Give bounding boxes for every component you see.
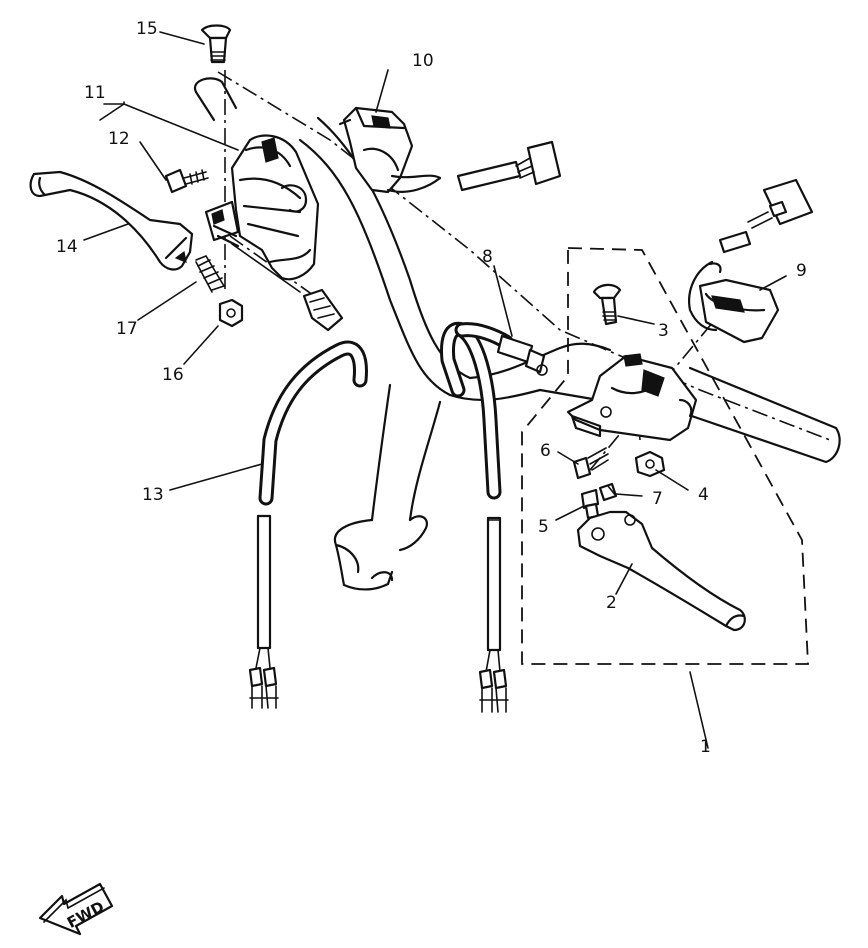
callout-2: 2 bbox=[606, 593, 617, 613]
left-lever-bracket bbox=[204, 200, 240, 248]
callout-10: 10 bbox=[412, 51, 434, 71]
left-lever bbox=[29, 170, 194, 271]
callout-7: 7 bbox=[652, 489, 663, 509]
callout-12: 12 bbox=[108, 129, 130, 149]
callout-5: 5 bbox=[538, 517, 549, 537]
connector-9 bbox=[718, 178, 814, 254]
bolt-15 bbox=[200, 24, 232, 64]
spring-17 bbox=[195, 255, 225, 293]
callout-16: 16 bbox=[162, 365, 184, 385]
callout-11: 11 bbox=[84, 83, 106, 103]
screw-6 bbox=[572, 447, 609, 480]
callout-6: 6 bbox=[540, 441, 551, 461]
pin-7 bbox=[598, 482, 618, 502]
callout-8: 8 bbox=[482, 247, 493, 267]
nut-16 bbox=[218, 298, 244, 328]
cable-8 bbox=[440, 321, 548, 713]
cable-13 bbox=[231, 243, 368, 709]
callout-13: 13 bbox=[142, 485, 164, 505]
bolt-3 bbox=[592, 283, 622, 326]
switch-9 bbox=[688, 260, 780, 344]
callout-3: 3 bbox=[658, 321, 669, 341]
callout-4: 4 bbox=[698, 485, 709, 505]
right-lever bbox=[576, 510, 746, 632]
left-switch-housing bbox=[230, 134, 320, 281]
callout-15: 15 bbox=[136, 19, 158, 39]
callout-1: 1 bbox=[700, 737, 711, 757]
fwd-arrow-icon: FWD bbox=[38, 882, 114, 936]
callout-17: 17 bbox=[116, 319, 138, 339]
screw-12 bbox=[164, 168, 209, 194]
assembly-1-boundary bbox=[521, 247, 809, 665]
callout-labels: 1 2 3 4 5 6 7 8 9 10 11 12 13 14 15 16 1… bbox=[56, 19, 807, 757]
callout-9: 9 bbox=[796, 261, 807, 281]
callout-14: 14 bbox=[56, 237, 78, 257]
right-lever-holder bbox=[566, 353, 698, 442]
right-switch-housing bbox=[338, 106, 442, 194]
pin-5 bbox=[580, 488, 600, 520]
connector-10 bbox=[456, 140, 562, 192]
leader-lines bbox=[83, 31, 787, 749]
